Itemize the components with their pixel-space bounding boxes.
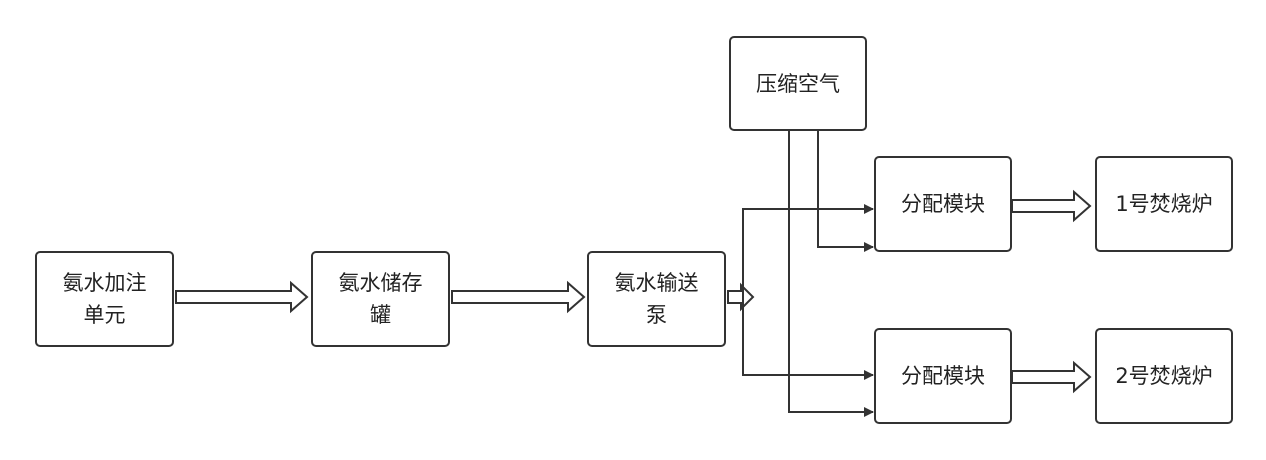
node-distribution-module-2: 分配模块	[874, 328, 1012, 424]
node-distribution-module-1: 分配模块	[874, 156, 1012, 252]
hollow-arrow-storage-to-pump	[451, 280, 586, 314]
ammonia-line-to-module2	[742, 297, 874, 380]
node-ammonia-fill-unit: 氨水加注单元	[35, 251, 174, 347]
node-compressed-air: 压缩空气	[729, 36, 867, 131]
hollow-arrow-module1-to-incinerator1	[1011, 189, 1092, 223]
node-incinerator-2: 2号焚烧炉	[1095, 328, 1233, 424]
hollow-arrow-module2-to-incinerator2	[1011, 360, 1092, 394]
ammonia-line-to-module1	[742, 204, 874, 297]
node-ammonia-transfer-pump: 氨水输送泵	[587, 251, 726, 347]
node-ammonia-storage-tank: 氨水储存罐	[311, 251, 450, 347]
air-line-to-module1	[817, 130, 874, 252]
air-line-to-module2	[788, 130, 874, 417]
node-incinerator-1: 1号焚烧炉	[1095, 156, 1233, 252]
hollow-arrow-pump-to-split	[727, 282, 755, 312]
hollow-arrow-fill-to-storage	[175, 280, 309, 314]
